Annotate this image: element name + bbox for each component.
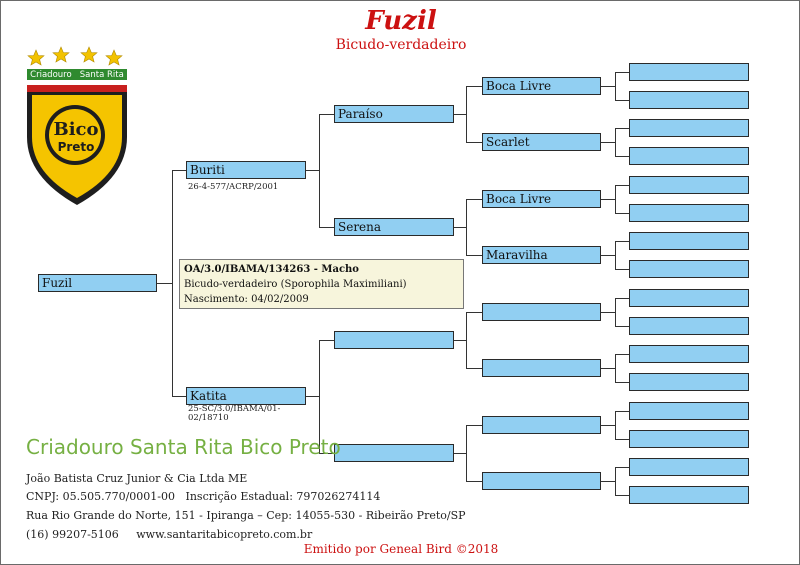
mother-registration: 25-SC/3.0/IBAMA/01-02/18710 — [188, 404, 281, 423]
footer-company: João Batista Cruz Junior & Cia Ltda ME — [26, 472, 248, 485]
grandparent-box[interactable]: Serena — [334, 218, 454, 236]
great-grandparent-box[interactable] — [482, 303, 601, 321]
info-species: Bicudo-verdadeiro (Sporophila Maximilian… — [184, 279, 407, 290]
gen4-box[interactable] — [629, 345, 749, 363]
gen4-box[interactable] — [629, 119, 749, 137]
gen4-box[interactable] — [629, 402, 749, 420]
mother-box[interactable]: Katita — [186, 387, 306, 405]
gen4-box[interactable] — [629, 430, 749, 448]
great-grandparent-box[interactable] — [482, 359, 601, 377]
great-grandparent-box[interactable]: Boca Livre — [482, 77, 601, 95]
info-birthdate: Nascimento: 04/02/2009 — [184, 294, 309, 305]
subject-info-panel: OA/3.0/IBAMA/134263 - Macho Bicudo-verda… — [179, 259, 464, 309]
grandparent-box[interactable]: Paraíso — [334, 105, 454, 123]
emitted-by: Emitido por Geneal Bird ©2018 — [303, 542, 499, 556]
great-grandparent-box[interactable] — [482, 416, 601, 434]
gen4-box[interactable] — [629, 260, 749, 278]
shield-logo-icon — [27, 46, 127, 205]
father-box[interactable]: Buriti — [186, 161, 306, 179]
breeder-logo: Criadouro Santa Rita Bico Preto — [23, 45, 131, 210]
breeder-name: Criadouro Santa Rita Bico Preto — [26, 435, 341, 459]
gen4-box[interactable] — [629, 289, 749, 307]
footer-contact: (16) 99207-5106 www.santaritabicopreto.c… — [26, 528, 313, 541]
great-grandparent-box[interactable] — [482, 472, 601, 490]
gen4-box[interactable] — [629, 204, 749, 222]
gen4-box[interactable] — [629, 317, 749, 335]
gen4-box[interactable] — [629, 63, 749, 81]
grandparent-box[interactable] — [334, 444, 454, 462]
gen4-box[interactable] — [629, 486, 749, 504]
logo-text-bico: Bico — [53, 119, 99, 140]
gen4-box[interactable] — [629, 91, 749, 109]
page-subtitle: Bicudo-verdadeiro — [335, 37, 467, 53]
great-grandparent-box[interactable]: Scarlet — [482, 133, 601, 151]
great-grandparent-box[interactable]: Maravilha — [482, 246, 601, 264]
great-grandparent-box[interactable]: Boca Livre — [482, 190, 601, 208]
page-title: Fuzil — [365, 6, 437, 36]
grandparent-box[interactable] — [334, 331, 454, 349]
father-registration: 26-4-577/ACRP/2001 — [188, 182, 279, 192]
footer-ids: CNPJ: 05.505.770/0001-00 Inscrição Estad… — [26, 490, 381, 503]
gen4-box[interactable] — [629, 176, 749, 194]
logo-top-text: Criadouro Santa Rita — [30, 70, 124, 80]
gen4-box[interactable] — [629, 373, 749, 391]
gen4-box[interactable] — [629, 458, 749, 476]
gen4-box[interactable] — [629, 232, 749, 250]
logo-text-preto: Preto — [57, 140, 95, 154]
info-registration: OA/3.0/IBAMA/134263 - Macho — [184, 264, 359, 275]
subject-box[interactable]: Fuzil — [38, 274, 157, 292]
footer-address: Rua Rio Grande do Norte, 151 - Ipiranga … — [26, 509, 466, 522]
gen4-box[interactable] — [629, 147, 749, 165]
